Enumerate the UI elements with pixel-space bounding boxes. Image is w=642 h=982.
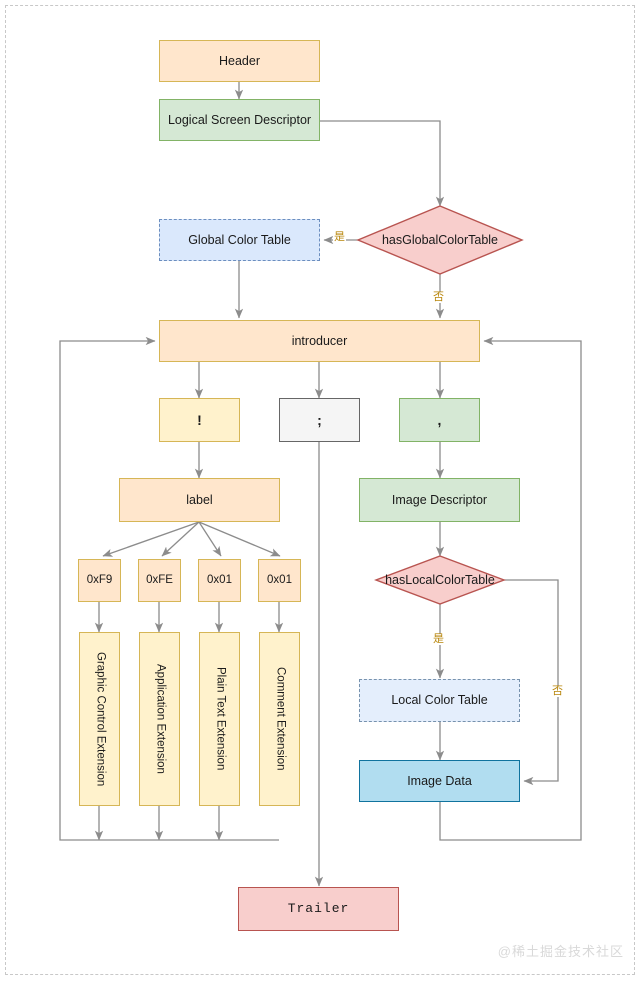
node-symbol-semicolon[interactable]: ; bbox=[279, 398, 360, 442]
node-graphic-control-extension[interactable]: Graphic Control Extension bbox=[79, 632, 120, 806]
node-image-descriptor[interactable]: Image Descriptor bbox=[359, 478, 520, 522]
watermark: @稀土掘金技术社区 bbox=[497, 944, 624, 959]
node-label[interactable]: label bbox=[119, 478, 280, 522]
node-application-extension[interactable]: Application Extension bbox=[139, 632, 180, 806]
plain-text-extension-text: Plain Text Extension bbox=[214, 667, 227, 771]
edge-label-gct-no: 否 bbox=[432, 291, 445, 303]
graphic-control-extension-text: Graphic Control Extension bbox=[94, 651, 107, 787]
edge-haslct-no-to-image-data bbox=[504, 579, 559, 786]
edge-label-to-fe bbox=[161, 521, 200, 557]
comment-extension-text: Comment Extension bbox=[274, 667, 287, 771]
edge-label-to-01a bbox=[198, 521, 222, 557]
node-trailer[interactable]: Trailer bbox=[238, 887, 399, 931]
node-logical-screen-descriptor[interactable]: Logical Screen Descriptor bbox=[159, 99, 320, 141]
edge-label-lct-no: 否 bbox=[551, 685, 564, 697]
node-image-data[interactable]: Image Data bbox=[359, 760, 520, 802]
node-symbol-exclamation[interactable]: ! bbox=[159, 398, 240, 442]
node-hex-fe[interactable]: 0xFE bbox=[138, 559, 181, 602]
has-global-color-table-diamond[interactable] bbox=[356, 205, 524, 275]
node-introducer[interactable]: introducer bbox=[159, 320, 480, 362]
application-extension-text: Application Extension bbox=[154, 664, 167, 774]
edge-lsd-to-hasgct bbox=[320, 120, 445, 207]
node-plain-text-extension[interactable]: Plain Text Extension bbox=[199, 632, 240, 806]
edge-label-gct-yes: 是 bbox=[333, 231, 346, 243]
has-local-color-table-diamond[interactable] bbox=[374, 555, 506, 605]
edge-label-lct-yes: 是 bbox=[432, 633, 445, 645]
edge-label-to-f9 bbox=[102, 521, 200, 557]
node-symbol-comma[interactable]: , bbox=[399, 398, 480, 442]
diagram-frame bbox=[5, 5, 635, 975]
node-hex-f9[interactable]: 0xF9 bbox=[78, 559, 121, 602]
edge-label-to-01b bbox=[198, 521, 281, 557]
node-header[interactable]: Header bbox=[159, 40, 320, 82]
node-hex-01-a[interactable]: 0x01 bbox=[198, 559, 241, 602]
node-comment-extension[interactable]: Comment Extension bbox=[259, 632, 300, 806]
node-hex-01-b[interactable]: 0x01 bbox=[258, 559, 301, 602]
edge-rail-left-to-introducer bbox=[59, 336, 279, 841]
edge-image-data-to-introducer bbox=[439, 336, 582, 841]
node-global-color-table[interactable]: Global Color Table bbox=[159, 219, 320, 261]
node-local-color-table[interactable]: Local Color Table bbox=[359, 679, 520, 722]
